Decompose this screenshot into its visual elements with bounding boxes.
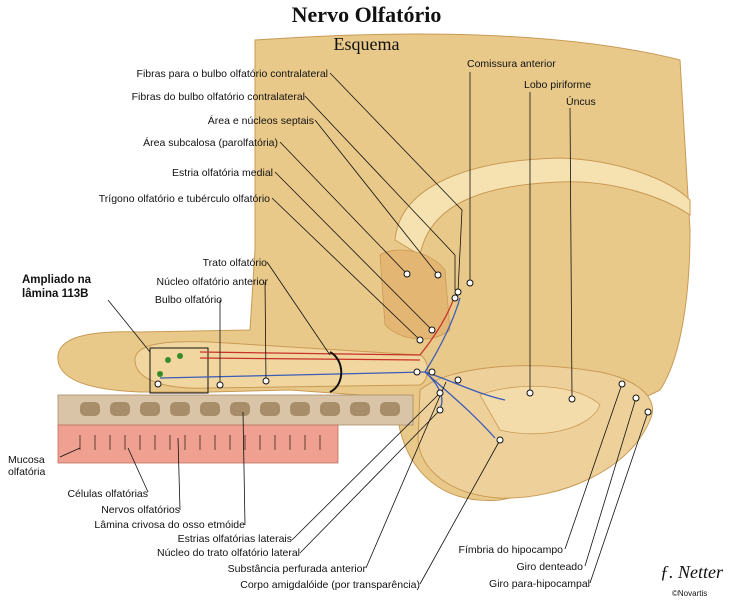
mitral-cells	[157, 353, 183, 377]
cribriform-holes	[80, 402, 400, 416]
label-nervos: Nervos olfatórios	[101, 504, 180, 516]
tract-bracket	[329, 351, 343, 393]
label-giro-denteado: Giro denteado	[516, 561, 583, 573]
label-mucosa-1: Mucosa	[8, 454, 45, 466]
label-comissura: Comissura anterior	[467, 58, 556, 70]
label-estrias-laterais: Estrias olfatórias laterais	[177, 533, 292, 545]
label-nucleo-anterior: Núcleo olfatório anterior	[156, 276, 268, 288]
callout-line1: Ampliado na	[22, 274, 92, 286]
label-corpo: Corpo amigdalóide (por transparência)	[240, 579, 420, 591]
magnified-area-box	[149, 347, 209, 394]
label-nucleo-trato-lateral: Núcleo do trato olfatório lateral	[157, 547, 300, 559]
label-fibras-para: Fibras para o bulbo olfatório contralate…	[136, 68, 328, 80]
label-lobo-piriforme: Lobo piriforme	[524, 79, 592, 91]
label-celulas: Células olfatórias	[67, 488, 148, 500]
label-estria-medial: Estria olfatória medial	[172, 167, 273, 179]
label-fimbria: Fímbria do hipocampo	[458, 544, 563, 556]
corpus-callosum	[394, 157, 691, 256]
netter-signature: ƒ. Netter	[660, 562, 724, 582]
page-title: Nervo Olfatório	[291, 2, 442, 27]
septal-region	[379, 249, 451, 340]
page-subtitle: Esquema	[333, 34, 400, 54]
callout-line2: lâmina 113B	[22, 288, 89, 300]
label-lamina: Lâmina crivosa do osso etmóide	[94, 519, 245, 531]
olfactory-mucosa	[57, 424, 339, 464]
label-trigono: Trígono olfatório e tubérculo olfatório	[98, 193, 270, 205]
label-bulbo: Bulbo olfatório	[154, 294, 222, 306]
label-uncus: Úncus	[566, 96, 596, 108]
label-giro-para: Giro para-hipocampal	[489, 578, 590, 590]
copyright-text: ©Novartis	[672, 589, 708, 598]
label-area-septais: Área e núcleos septais	[207, 115, 314, 127]
label-trato: Trato olfatório	[202, 257, 267, 269]
label-substancia: Substância perfurada anterior	[227, 563, 366, 575]
pointer-dots	[154, 270, 652, 444]
label-area-subcalosa: Área subcalosa (parolfatória)	[143, 137, 278, 149]
label-fibras-do: Fibras do bulbo olfatório contralateral	[131, 91, 305, 103]
olfactory-cells	[79, 435, 321, 450]
leader-lines	[59, 72, 649, 585]
label-mucosa-2: olfatória	[8, 466, 46, 478]
